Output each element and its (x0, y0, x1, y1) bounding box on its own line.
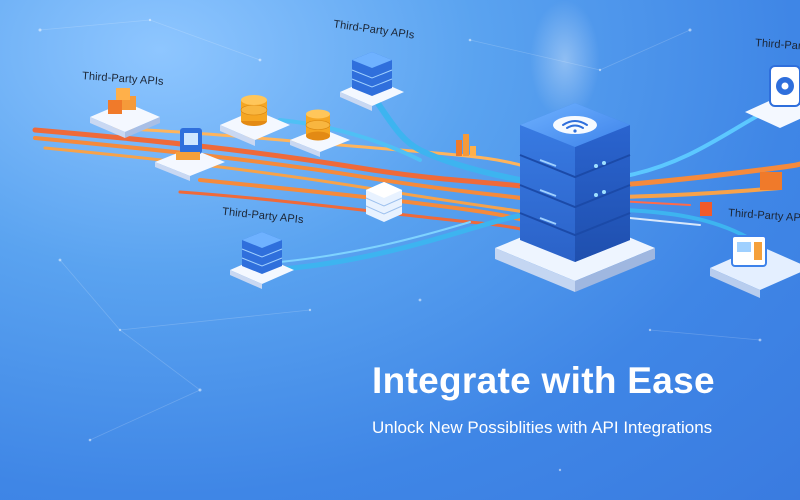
api-node-server-bottom (230, 232, 294, 289)
api-node-storage (365, 182, 403, 222)
api-node-panel (155, 128, 225, 181)
api-node-server-top (340, 52, 404, 111)
api-node-gear (745, 65, 800, 128)
hero-headline: Integrate with Ease (372, 360, 715, 401)
api-node-dashboard (710, 172, 800, 298)
bar-chart-icon (456, 134, 476, 156)
wifi-icon (562, 120, 588, 129)
network-mesh (38, 18, 762, 472)
api-node-coins-1 (220, 95, 290, 146)
data-streams (32, 89, 800, 273)
central-server (495, 103, 655, 292)
cube-icon (700, 202, 712, 216)
api-node-coins-2 (290, 109, 350, 157)
api-node-cubes (90, 88, 160, 138)
hero-subline: Unlock New Possiblities with API Integra… (372, 418, 713, 437)
